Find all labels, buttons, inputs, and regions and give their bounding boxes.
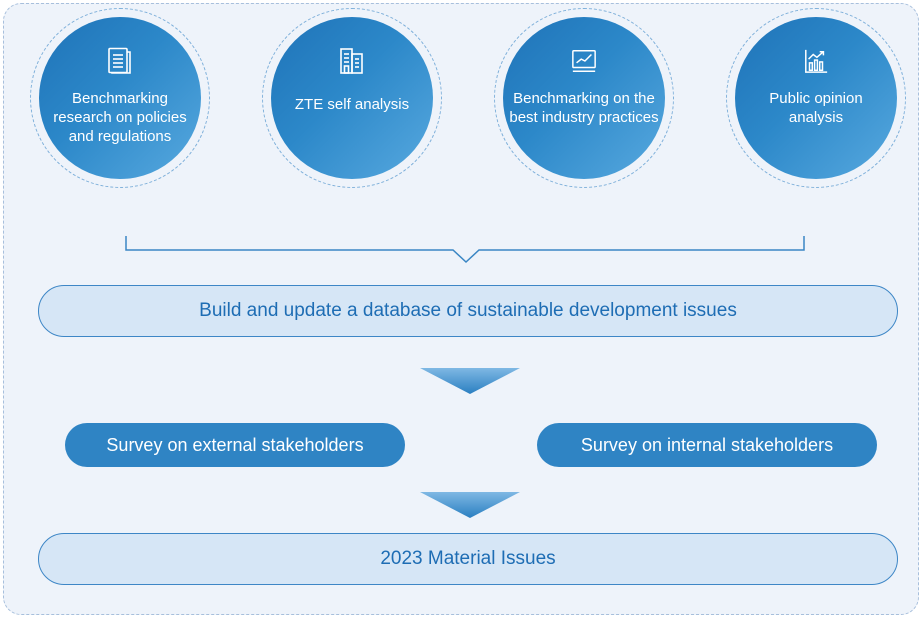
material-issues-label: 2023 Material Issues xyxy=(380,548,556,569)
source-label: Benchmarking on the best industry practi… xyxy=(509,90,659,126)
source-label: Public opinion analysis xyxy=(769,90,863,126)
source-public-opinion-circle: Public opinion analysis xyxy=(726,8,906,188)
database-step-label: Build and update a database of sustainab… xyxy=(199,300,737,321)
source-policies-circle: Benchmarking research on policies and re… xyxy=(30,8,210,188)
bar-chart-icon xyxy=(805,49,828,73)
document-icon xyxy=(108,47,131,74)
down-arrow-icon xyxy=(420,492,520,518)
sources-bracket xyxy=(125,236,805,264)
source-label: Benchmarking research on policies and re… xyxy=(53,90,187,145)
survey-internal-pill: Survey on internal stakeholders xyxy=(537,423,877,467)
line-chart-icon xyxy=(572,50,596,72)
source-self-analysis-circle: ZTE self analysis xyxy=(262,8,442,188)
building-icon xyxy=(340,48,363,74)
survey-internal-label: Survey on internal stakeholders xyxy=(580,434,834,455)
source-industry-practices-circle: Benchmarking on the best industry practi… xyxy=(494,8,674,188)
survey-external-pill: Survey on external stakeholders xyxy=(65,423,405,467)
survey-external-label: Survey on external stakeholders xyxy=(106,434,364,455)
source-label: ZTE self analysis xyxy=(294,96,410,113)
down-arrow-icon xyxy=(420,368,520,394)
material-issues-box: 2023 Material Issues xyxy=(38,533,898,585)
database-step-box: Build and update a database of sustainab… xyxy=(38,285,898,337)
